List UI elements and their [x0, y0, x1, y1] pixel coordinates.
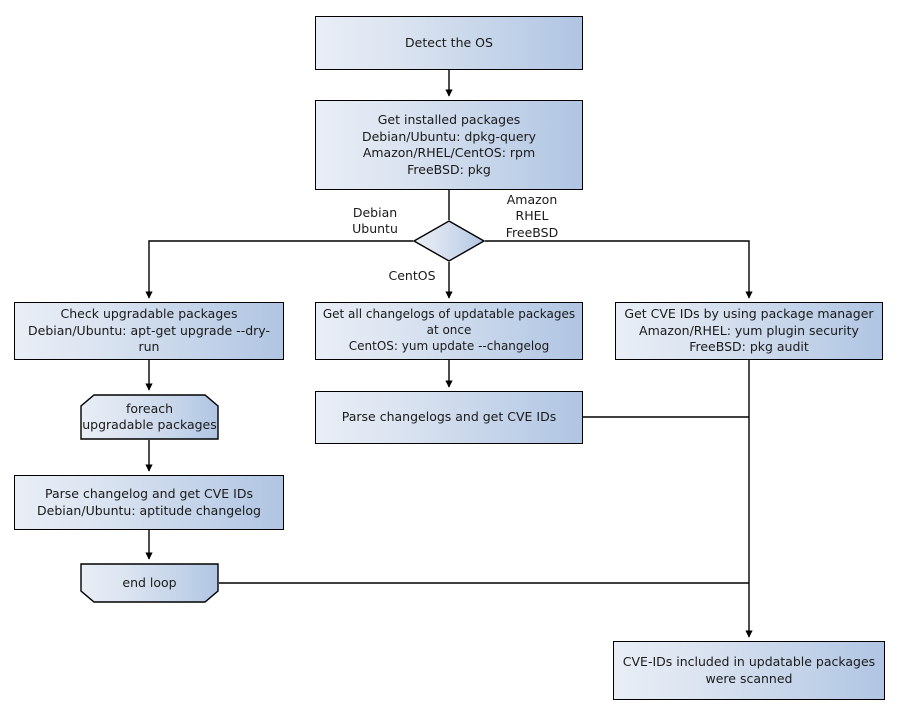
node-get-cve-pkgmgr-label: Get CVE IDs by using package manager Ama… — [624, 306, 874, 355]
node-get-all-changelogs-label: Get all changelogs of updatable packages… — [322, 307, 576, 353]
node-get-installed-packages[interactable]: Get installed packages Debian/Ubuntu: dp… — [315, 100, 583, 190]
node-check-upgradable-label: Check upgradable packages Debian/Ubuntu:… — [28, 306, 270, 355]
node-parse-changelog-deb-label: Parse changelog and get CVE IDs Debian/U… — [37, 486, 261, 518]
node-detect-os[interactable]: Detect the OS — [315, 16, 583, 70]
edge-label-amazon-rhel-freebsd: Amazon RHEL FreeBSD — [505, 192, 559, 240]
loop-start-shape — [80, 394, 219, 440]
edge-decision-to-left — [145, 240, 413, 299]
node-os-decision[interactable] — [413, 220, 485, 262]
node-get-cve-pkgmgr[interactable]: Get CVE IDs by using package manager Ama… — [615, 302, 883, 360]
node-parse-changelogs-centos[interactable]: Parse changelogs and get CVE IDs — [315, 391, 583, 444]
node-get-installed-packages-label: Get installed packages Debian/Ubuntu: dp… — [361, 112, 537, 177]
edge-label-centos: CentOS — [388, 268, 436, 283]
node-foreach-loop[interactable]: foreach upgradable packages — [80, 394, 219, 440]
edge-label-debian-ubuntu: Debian Ubuntu — [352, 205, 398, 237]
node-detect-os-label: Detect the OS — [405, 34, 493, 50]
node-foreach-loop-label: foreach upgradable packages — [82, 400, 217, 433]
diamond-shape — [413, 220, 485, 262]
node-end-loop-label: end loop — [122, 574, 177, 590]
node-get-all-changelogs[interactable]: Get all changelogs of updatable packages… — [315, 302, 583, 360]
node-parse-changelogs-centos-label: Parse changelogs and get CVE IDs — [341, 409, 557, 425]
node-parse-changelog-deb[interactable]: Parse changelog and get CVE IDs Debian/U… — [14, 475, 284, 530]
node-end-loop[interactable]: end loop — [80, 563, 219, 603]
node-check-upgradable[interactable]: Check upgradable packages Debian/Ubuntu:… — [14, 302, 284, 360]
edge-decision-to-right — [485, 240, 753, 299]
node-scan-complete[interactable]: CVE-IDs included in updatable packages w… — [613, 641, 885, 700]
loop-end-shape — [80, 563, 219, 603]
node-scan-complete-label: CVE-IDs included in updatable packages w… — [622, 654, 876, 686]
